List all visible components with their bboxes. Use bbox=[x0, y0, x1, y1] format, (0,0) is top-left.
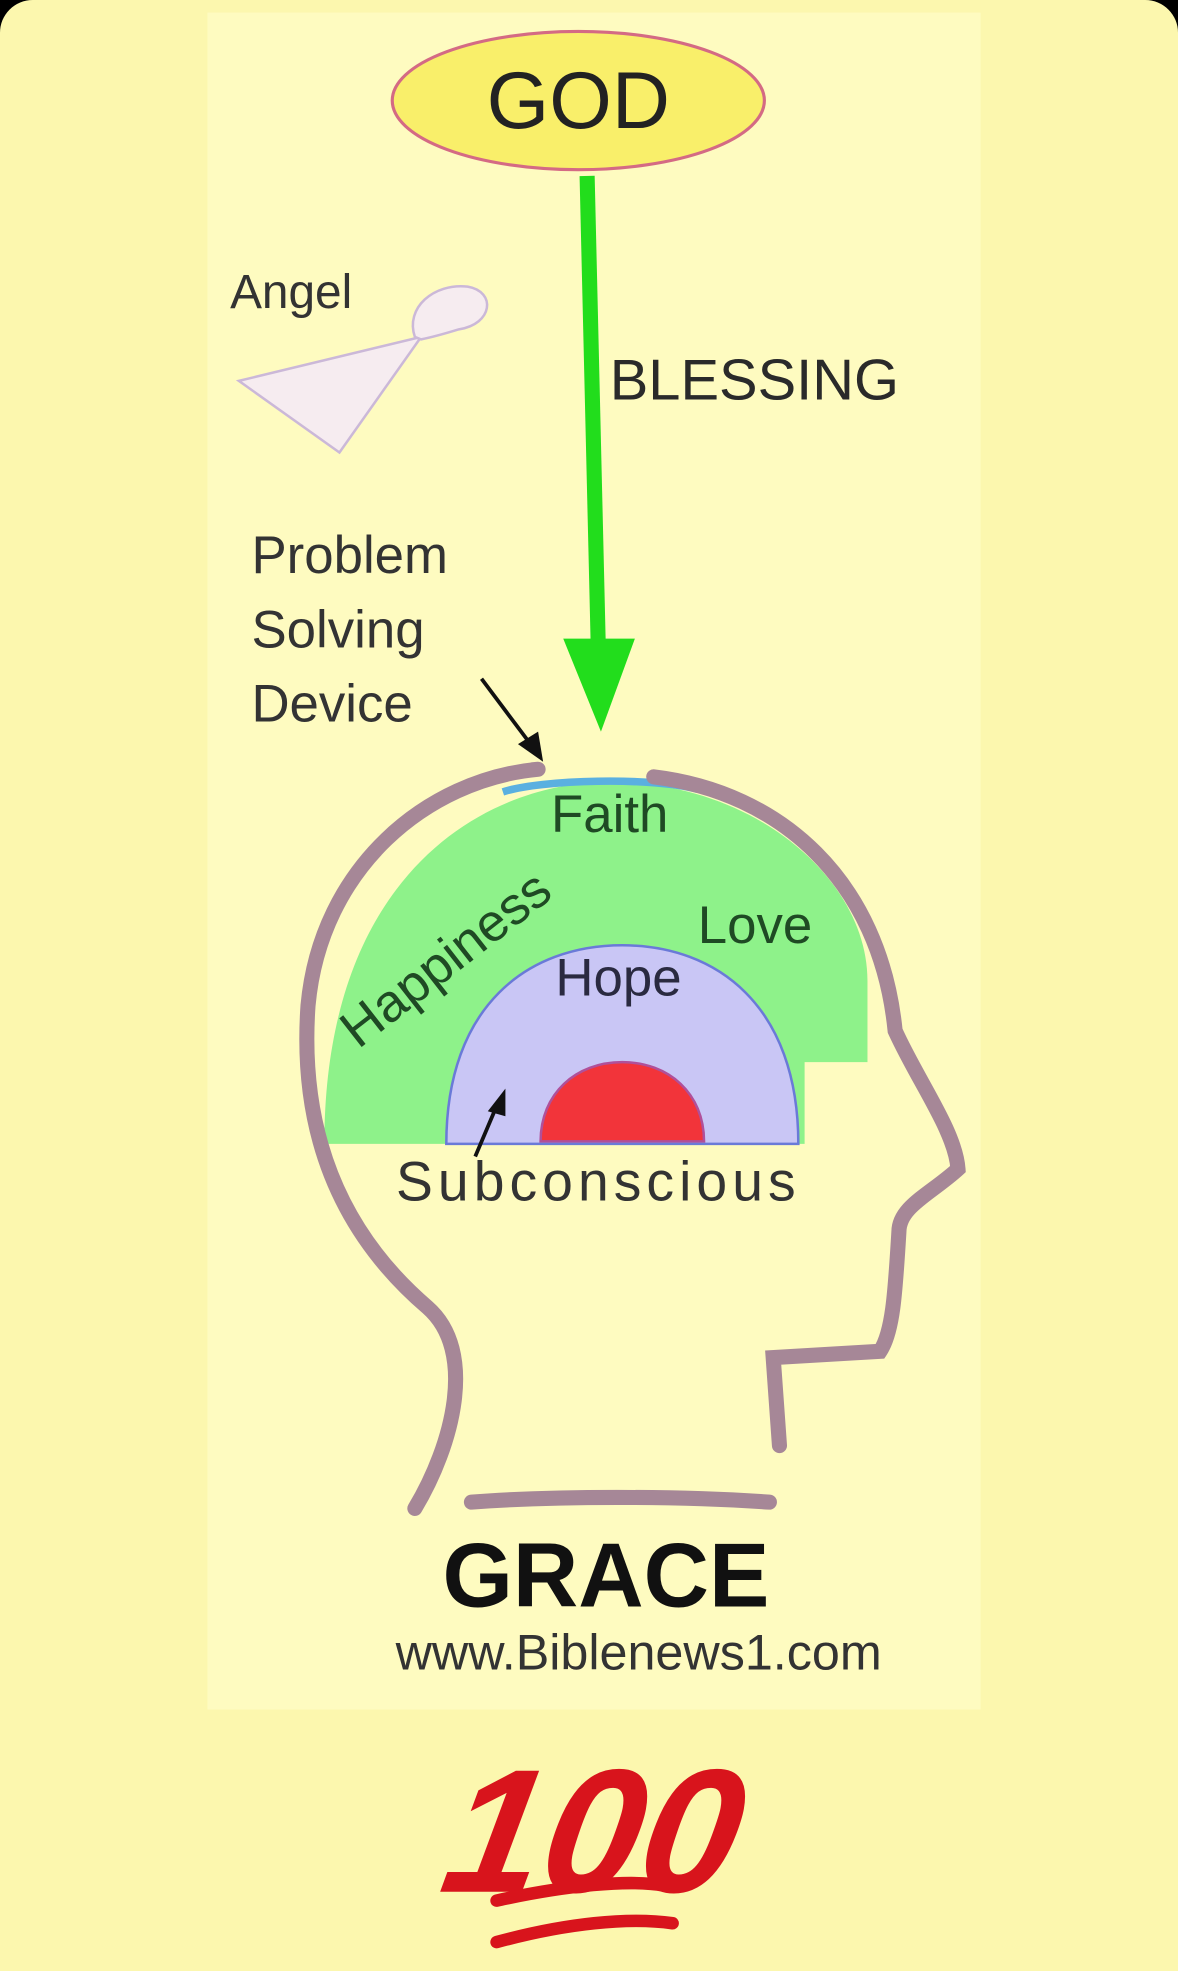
love-label: Love bbox=[698, 896, 812, 955]
hope-label: Hope bbox=[555, 949, 681, 1008]
blessing-arrow bbox=[563, 175, 635, 732]
faith-label: Faith bbox=[551, 785, 668, 844]
device-label-line2: Solving bbox=[251, 600, 424, 659]
angel-icon bbox=[235, 285, 489, 455]
subconscious-label: Subconscious bbox=[396, 1150, 801, 1212]
god-ellipse bbox=[390, 29, 766, 172]
device-pointer-arrow bbox=[480, 677, 544, 762]
subconscious-pointer-arrow bbox=[473, 1088, 506, 1158]
svg-text:100: 100 bbox=[431, 1732, 759, 1929]
head-outline bbox=[299, 761, 966, 1516]
hundred-points-emoji: 100 bbox=[431, 1732, 759, 1949]
website-label: www.Biblenews1.com bbox=[395, 1623, 882, 1680]
device-label-line3: Device bbox=[251, 675, 412, 734]
subconscious-core bbox=[539, 1060, 706, 1143]
blessing-label: BLESSING bbox=[610, 349, 899, 413]
angel-label: Angel bbox=[230, 266, 352, 319]
hope-layer bbox=[445, 944, 800, 1146]
device-label-line1: Problem bbox=[251, 526, 448, 585]
god-label: GOD bbox=[487, 56, 670, 146]
grace-title: GRACE bbox=[443, 1525, 770, 1626]
